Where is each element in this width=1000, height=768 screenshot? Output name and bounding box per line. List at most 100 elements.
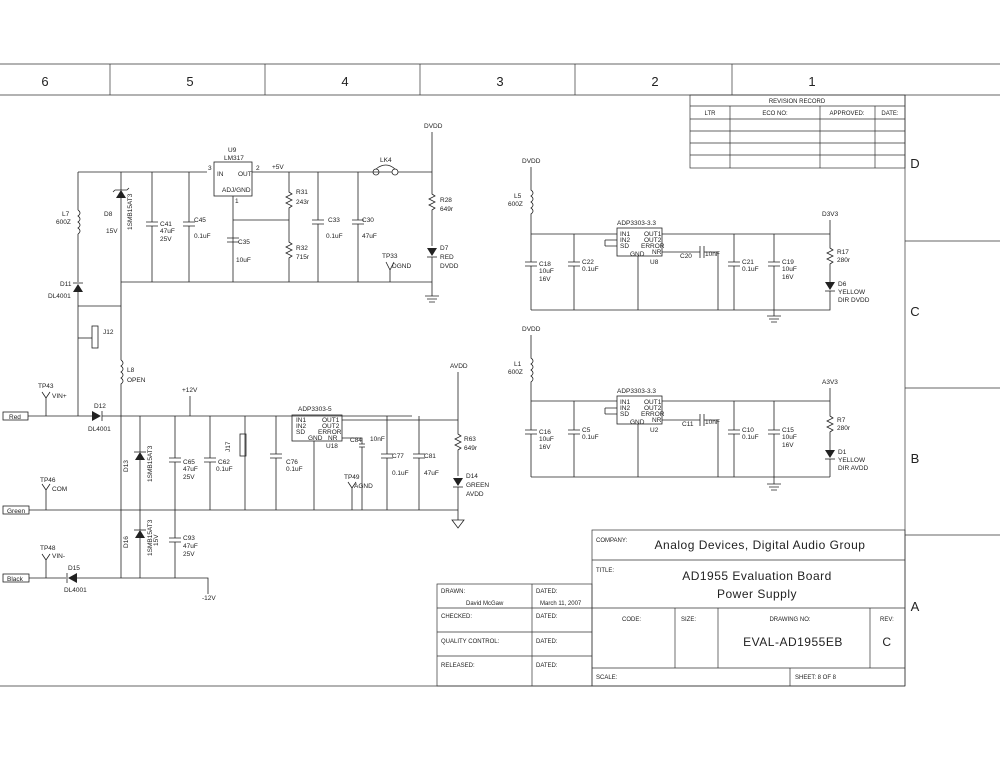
u18-nr: NR — [328, 435, 338, 442]
r17-label: R17 — [837, 249, 849, 256]
tp33-net: DGND — [392, 263, 411, 270]
l5-value: 600Z — [508, 201, 523, 208]
c10-value: 0.1uF — [742, 434, 759, 441]
d15-value: DL4001 — [64, 587, 87, 594]
c45-value: 0.1uF — [194, 233, 211, 240]
tp49-net: AGND — [354, 483, 373, 490]
u2-in1: IN1 — [620, 399, 631, 406]
lk4-label: LK4 — [380, 157, 392, 164]
d11-label: D11 — [60, 281, 72, 288]
c77-label: C77 — [392, 453, 404, 460]
l1-value: 600Z — [508, 369, 523, 376]
dated-label-2: DATED: — [536, 614, 558, 620]
u18-in2: IN2 — [296, 423, 307, 430]
c20-label: C20 — [680, 253, 692, 260]
c41-value: 47uF — [160, 228, 175, 235]
tp49-label: TP49 — [344, 474, 360, 481]
sheet-number: SHEET: 8 OF 8 — [795, 675, 837, 681]
j17-label: J17 — [225, 441, 232, 452]
drawn-label: DRAWN: — [441, 589, 465, 595]
net-a3v3: A3V3 — [822, 379, 838, 386]
c93-voltage: 25V — [183, 551, 195, 558]
u18-out1: OUT1 — [322, 417, 340, 424]
d6-color: YELLOW — [838, 289, 866, 296]
c84-value: 10nF — [370, 436, 385, 443]
c18-label: C18 — [539, 261, 551, 268]
l5-label: L5 — [514, 193, 522, 200]
u2-out2: OUT2 — [644, 405, 662, 412]
rev-label: REV: — [880, 617, 894, 623]
c65-value: 47uF — [183, 466, 198, 473]
u8-nr: NR — [652, 249, 662, 256]
u9-label: U9 — [228, 147, 237, 154]
l8-value: OPEN — [127, 377, 146, 384]
c21-value: 0.1uF — [742, 266, 759, 273]
d6-net: DIR DVDD — [838, 297, 870, 304]
c41-label: C41 — [160, 221, 172, 228]
zone-2: 2 — [651, 74, 658, 89]
u18-part: ADP3303-5 — [298, 406, 332, 413]
d11-value: DL4001 — [48, 293, 71, 300]
zone-1: 1 — [808, 74, 815, 89]
tp46-net: COM — [52, 486, 67, 493]
c18-voltage: 16V — [539, 276, 551, 283]
l1-label: L1 — [514, 361, 522, 368]
c35-value: 10uF — [236, 257, 251, 264]
drawing-no-label: DRAWING NO: — [769, 617, 810, 623]
tp43-net: VIN+ — [52, 393, 67, 400]
c65-label: C65 — [183, 459, 195, 466]
drawing-number: EVAL-AD1955EB — [743, 635, 843, 649]
r32-label: R32 — [296, 245, 308, 252]
drawn-by: David McGaw — [466, 601, 504, 607]
d8-part: 1SMB15AT3 — [127, 193, 134, 230]
rev-value: C — [882, 635, 891, 649]
d8-value: 15V — [106, 228, 118, 235]
tp48-label: TP48 — [40, 545, 56, 552]
u8-in1: IN1 — [620, 231, 631, 238]
c30-value: 47uF — [362, 233, 377, 240]
c15-value: 10uF — [782, 434, 797, 441]
dated-label-3: DATED: — [536, 639, 558, 645]
c76-value: 0.1uF — [286, 466, 303, 473]
d7-net: DVDD — [440, 263, 459, 270]
c41-voltage: 25V — [160, 236, 172, 243]
c18-value: 10uF — [539, 268, 554, 275]
l7-label: L7 — [62, 211, 70, 218]
c93-label: C93 — [183, 535, 195, 542]
c30-label: C30 — [362, 217, 374, 224]
d16-part: 1SMB15AT3 — [147, 519, 154, 556]
rev-col-date: DATE: — [881, 111, 899, 117]
drawn-date: March 11, 2007 — [540, 601, 582, 607]
connector-red-label: Red — [9, 414, 21, 421]
u2-nr: NR — [652, 417, 662, 424]
c20-value: 10nF — [705, 251, 720, 258]
net-dvdd-top: DVDD — [424, 123, 443, 130]
d12-label: D12 — [94, 403, 106, 410]
d13-label: D13 — [123, 460, 130, 472]
d14-label: D14 — [466, 473, 478, 480]
c62-value: 0.1uF — [216, 466, 233, 473]
u2-error: ERROR — [641, 411, 665, 418]
u8-gnd: GND — [630, 251, 645, 258]
u8-label: U8 — [650, 259, 659, 266]
checked-label: CHECKED: — [441, 614, 472, 620]
u18-sd: SD — [296, 429, 305, 436]
c65-voltage: 25V — [183, 474, 195, 481]
c16-value: 10uF — [539, 436, 554, 443]
c11-label: C11 — [682, 421, 694, 428]
u18-gnd: GND — [308, 435, 323, 442]
c19-value: 10uF — [782, 266, 797, 273]
c10-label: C10 — [742, 427, 754, 434]
c5-label: C5 — [582, 427, 591, 434]
zone-B: B — [911, 451, 920, 466]
zone-5: 5 — [186, 74, 193, 89]
title-label: TITLE: — [596, 568, 614, 574]
d14-color: GREEN — [466, 482, 489, 489]
u8-error: ERROR — [641, 243, 665, 250]
net-d3v3: D3V3 — [822, 211, 839, 218]
c33-label: C33 — [328, 217, 340, 224]
zone-6: 6 — [41, 74, 48, 89]
scale-label: SCALE: — [596, 675, 618, 681]
r32-value: 715r — [296, 254, 310, 261]
net-avdd: AVDD — [450, 363, 468, 370]
